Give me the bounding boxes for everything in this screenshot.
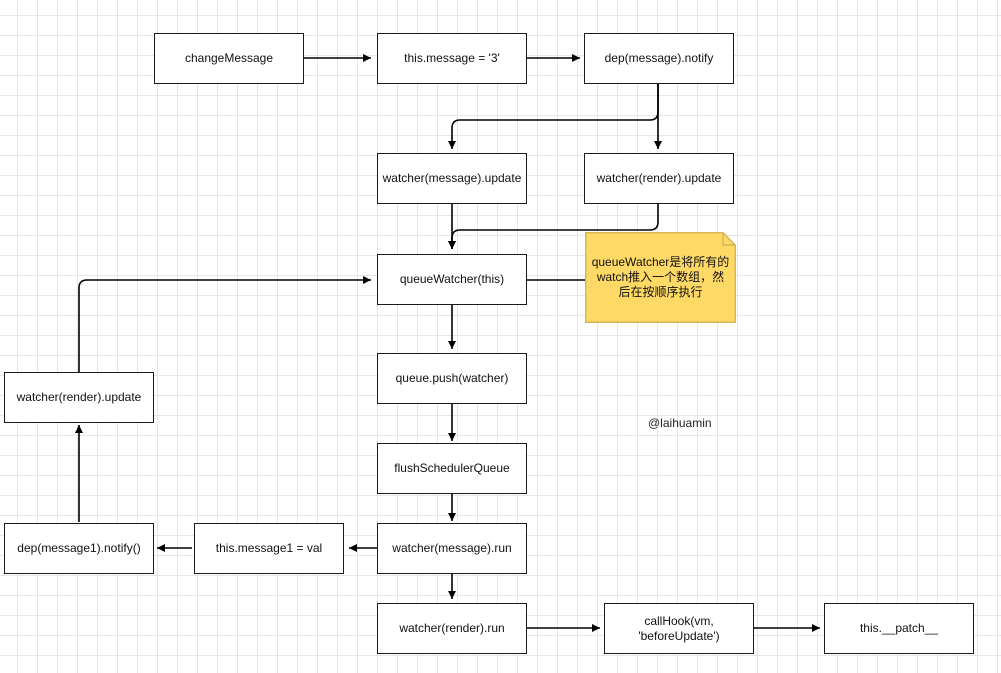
- node-set-message1: this.message1 = val: [194, 523, 344, 574]
- node-dep-message1-notify: dep(message1).notify(): [4, 523, 154, 574]
- node-watcher-message-update: watcher(message).update: [377, 153, 527, 204]
- node-flush-scheduler-queue: flushSchedulerQueue: [377, 443, 527, 494]
- edge-watcherRenderUpdate-to-queueWatcher: [448, 204, 659, 249]
- node-set-message: this.message = '3': [377, 33, 527, 84]
- node-callhook-before-update: callHook(vm, 'beforeUpdate'): [604, 603, 754, 654]
- node-changeMessage: changeMessage: [154, 33, 304, 84]
- author-watermark: @laihuamin: [648, 416, 712, 430]
- node-watcher-render-update-top: watcher(render).update: [584, 153, 734, 204]
- node-watcher-message-run: watcher(message).run: [377, 523, 527, 574]
- node-queue-watcher: queueWatcher(this): [377, 254, 527, 305]
- node-watcher-render-run: watcher(render).run: [377, 603, 527, 654]
- node-watcher-render-update-left: watcher(render).update: [4, 372, 154, 423]
- sticky-note: queueWatcher是将所有的watch推入一个数组，然后在按顺序执行: [585, 232, 736, 323]
- edge-watcherRenderUpdateLeft-to-queueWatcher: [78, 276, 371, 372]
- node-queue-push: queue.push(watcher): [377, 353, 527, 404]
- node-dep-message-notify: dep(message).notify: [584, 33, 734, 84]
- note-text: queueWatcher是将所有的watch推入一个数组，然后在按顺序执行: [591, 255, 730, 299]
- edge-depNotify-to-watcherMessageUpdate: [448, 84, 659, 149]
- node-patch: this.__patch__: [824, 603, 974, 654]
- note-shape: [585, 232, 736, 323]
